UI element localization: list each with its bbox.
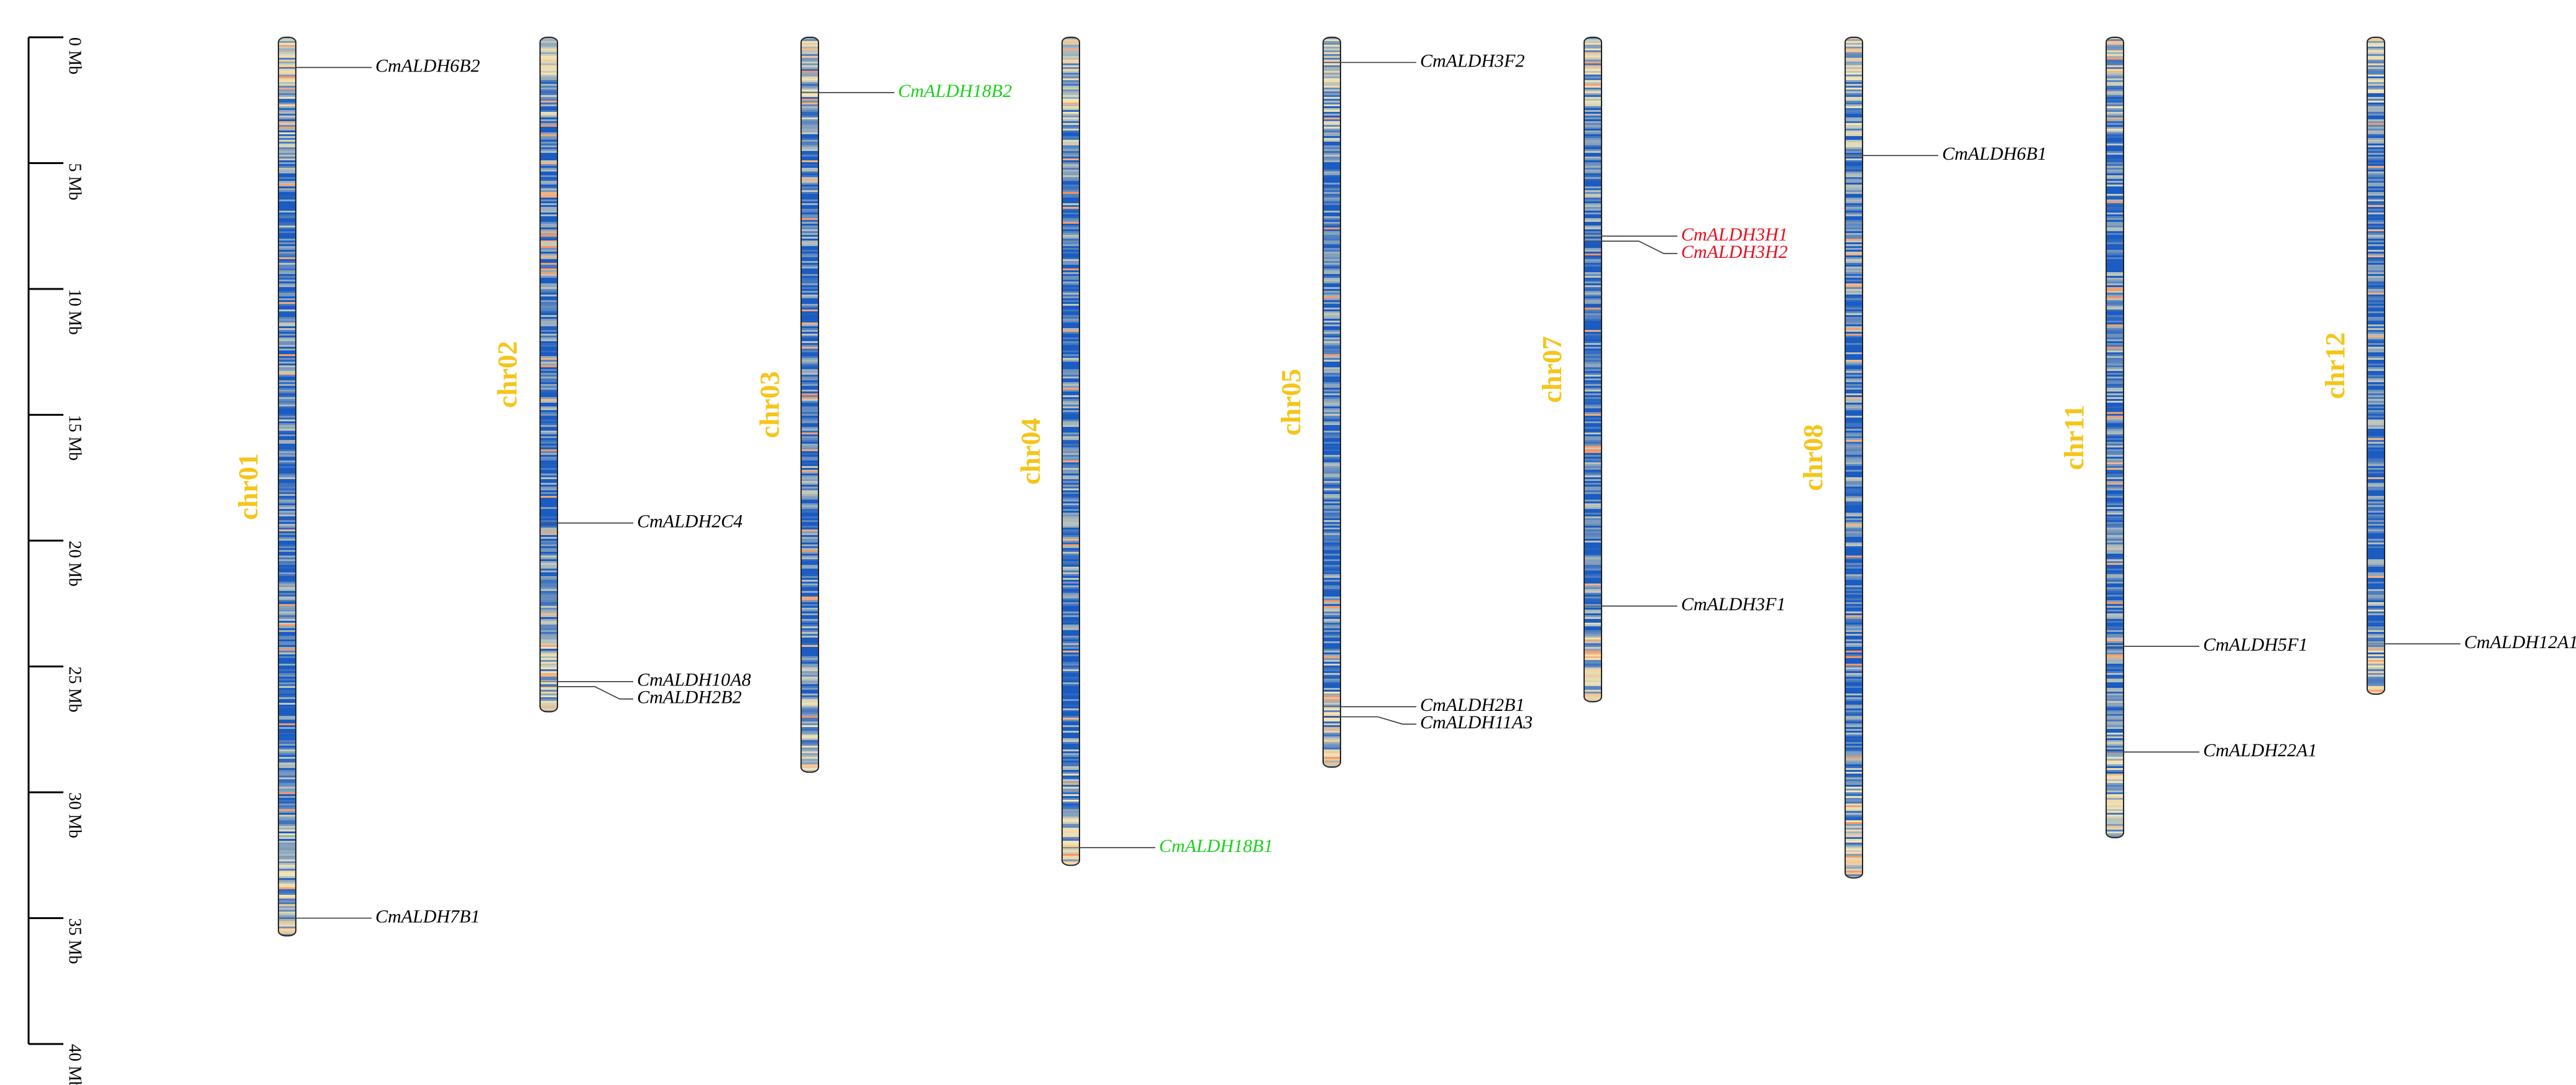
gene-label: CmALDH6B1 xyxy=(1942,144,2047,164)
chromosome-outline xyxy=(539,37,558,713)
gene-label: CmALDH12A1 xyxy=(2464,632,2576,652)
gene-connector xyxy=(1341,716,1416,725)
axis-tick-label: 40 Mb xyxy=(65,1044,85,1085)
chromosome-label: chr03 xyxy=(754,372,785,439)
gene-label: CmALDH10A8 xyxy=(637,670,751,690)
chromosome-density-bands xyxy=(2106,37,2124,838)
chromosome-label: chr07 xyxy=(1537,336,1567,403)
chromosome-density-bands xyxy=(1845,37,1863,878)
gene-label: CmALDH2C4 xyxy=(637,511,743,532)
gene-label: CmALDH3H1 xyxy=(1681,224,1788,245)
gene-label: CmALDH5F1 xyxy=(2203,634,2308,655)
chromosome-chr03: chr03 CmALDH18B2 xyxy=(754,37,1012,773)
gene-label: CmALDH7B1 xyxy=(375,906,480,927)
chromosome-density-bands xyxy=(1323,37,1341,767)
chromosome-label: chr05 xyxy=(1276,369,1306,436)
gene-label: CmALDH3H2 xyxy=(1681,242,1788,262)
chromosome-density-bands xyxy=(278,37,296,936)
axis-tick-label: 30 Mb xyxy=(65,792,85,838)
gene-label: CmALDH18B2 xyxy=(898,81,1012,101)
gene-connector xyxy=(557,686,633,700)
chromosome-label: chr11 xyxy=(2059,405,2089,470)
axis-tick-label: 25 Mb xyxy=(65,667,85,713)
chromosome-chr08: chr08 CmALDH6B1 xyxy=(1798,37,2047,879)
chromosome-outline xyxy=(1584,37,1602,703)
gene-label: CmALDH22A1 xyxy=(2203,740,2317,761)
chromosome-outline xyxy=(2367,37,2385,695)
chromosome-outline xyxy=(1845,37,1863,879)
chromosome-density-bands xyxy=(801,37,818,772)
chromosome-label: chr01 xyxy=(233,453,264,520)
axis-tick-label: 5 Mb xyxy=(65,163,85,201)
gene-connector xyxy=(1602,240,1677,254)
scale-axis: 0 Mb 5 Mb 10 Mb 15 Mb 20 Mb 25 Mb 30 Mb 35 Mb 40… xyxy=(27,36,85,1085)
gene-label: CmALDH11A3 xyxy=(1420,712,1533,733)
gene-label: CmALDH6B2 xyxy=(375,55,480,76)
axis-tick-label: 35 Mb xyxy=(65,918,85,964)
chromosome-outline xyxy=(800,37,819,773)
chromosome-density-bands xyxy=(1584,37,1602,702)
chromosome-outline xyxy=(1061,37,1080,866)
chromosome-label: chr12 xyxy=(2320,332,2350,400)
gene-label: CmALDH3F2 xyxy=(1420,50,1524,71)
gene-label: CmALDH18B1 xyxy=(1159,836,1273,856)
chromosome-outline xyxy=(1322,37,1341,768)
chromosome-label: chr08 xyxy=(1798,424,1828,492)
axis-tick-label: 15 Mb xyxy=(65,415,85,461)
chromosome-density-bands xyxy=(2367,37,2385,695)
chromosome-group: chr01CmALDH6B2CmALDH7B1chr02CmALDH2C4CmA… xyxy=(233,37,2576,936)
chromosome-label: chr04 xyxy=(1015,418,1046,485)
chromosome-label: chr02 xyxy=(492,341,523,408)
chromosome-density-bands xyxy=(1062,37,1079,866)
axis-tick-label: 10 Mb xyxy=(65,289,85,335)
gene-label: CmALDH2B2 xyxy=(637,687,741,708)
chromosome-outline xyxy=(278,37,296,936)
axis-tick-label: 0 Mb xyxy=(65,37,85,75)
gene-label: CmALDH3F1 xyxy=(1681,594,1785,615)
chromosome-density-bands xyxy=(540,37,557,712)
gene-label: CmALDH2B1 xyxy=(1420,695,1524,715)
chromosome-outline xyxy=(2106,37,2124,838)
axis-tick-label: 20 Mb xyxy=(65,541,85,587)
